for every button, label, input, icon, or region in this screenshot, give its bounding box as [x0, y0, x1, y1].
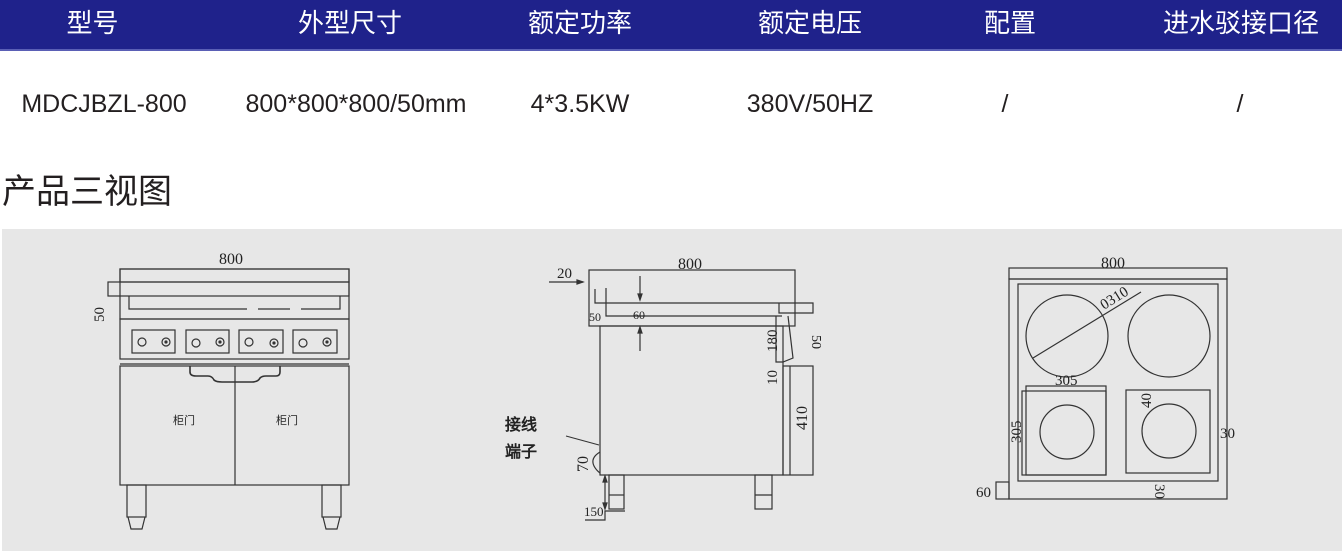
- front-width-label: 800: [219, 251, 243, 268]
- value-model: MDCJBZL-800: [21, 90, 187, 118]
- side-width-label: 800: [678, 256, 702, 273]
- side-dim-20: 20: [557, 266, 572, 282]
- front-view: 800 50 柜门 柜门: [92, 251, 350, 530]
- value-dimensions: 800*800*800/50mm: [245, 90, 467, 118]
- side-dim-70: 70: [575, 456, 592, 472]
- header-rated-power: 额定功率: [527, 9, 632, 39]
- top-dim-40: 40: [1139, 393, 1155, 408]
- value-water-inlet: /: [1236, 90, 1244, 118]
- side-view: 800 20 50 60 50 180 10 410 接线 端子 70: [505, 256, 823, 521]
- side-dim-50-right: 50: [808, 335, 823, 349]
- value-configuration: /: [1001, 90, 1009, 118]
- terminal-label-line1: 接线: [505, 415, 537, 434]
- top-dim-60: 60: [976, 485, 991, 501]
- top-dim-305-horizontal: 305: [1055, 373, 1078, 389]
- side-dim-410: 410: [794, 406, 811, 430]
- front-height-label: 50: [92, 307, 108, 322]
- side-dim-150: 150: [584, 504, 604, 519]
- header-rated-voltage: 额定电压: [757, 9, 862, 39]
- top-dim-30-bottom: 30: [1151, 484, 1167, 499]
- value-rated-voltage: 380V/50HZ: [746, 90, 874, 118]
- header-configuration: 配置: [983, 9, 1036, 39]
- three-view-drawing-area: 800 50 柜门 柜门: [2, 229, 1342, 551]
- top-dim-30-right: 30: [1220, 426, 1235, 442]
- side-dim-10: 10: [765, 370, 781, 385]
- top-dim-diameter: 0310: [1098, 284, 1132, 313]
- front-door-right-label: 柜门: [276, 413, 298, 427]
- header-dimensions: 外型尺寸: [297, 9, 402, 39]
- header-model: 型号: [66, 9, 119, 39]
- value-rated-power: 4*3.5KW: [530, 90, 630, 118]
- top-view: 800 0310 305 305 40 30 30 60: [976, 255, 1235, 501]
- spec-table-header: 型号 外型尺寸 额定功率 额定电压 配置 进水驳接口径: [0, 0, 1342, 51]
- side-dim-50-left: 50: [589, 310, 601, 324]
- terminal-label-line2: 端子: [505, 442, 537, 461]
- side-dim-180: 180: [765, 330, 781, 353]
- top-width-label: 800: [1101, 255, 1125, 272]
- side-dim-60: 60: [633, 308, 645, 322]
- header-water-inlet: 进水驳接口径: [1162, 9, 1319, 39]
- section-title: 产品三视图: [2, 172, 172, 212]
- front-door-left-label: 柜门: [173, 413, 195, 427]
- top-dim-305-vertical: 305: [1009, 421, 1025, 444]
